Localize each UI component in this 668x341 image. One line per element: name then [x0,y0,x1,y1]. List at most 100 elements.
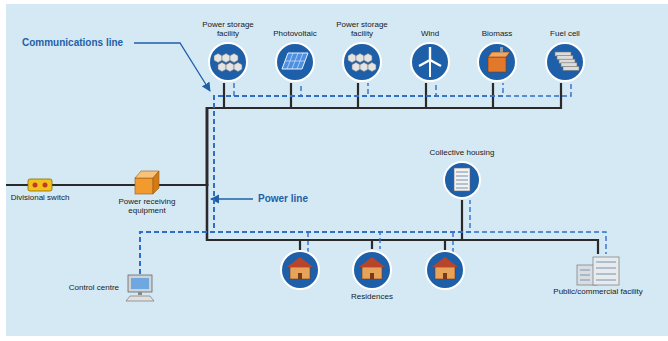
power-line [186,83,291,185]
communications-drop [452,232,453,253]
node-label: Residences [351,293,393,302]
icon-circle [546,43,584,81]
monitor-stand [138,292,142,295]
building-windows [596,273,616,274]
battery-cell [364,53,372,62]
icon-group [444,162,480,198]
chimney [500,47,503,53]
communications-line [140,83,301,274]
node-label: Collective housing [430,149,495,158]
switch-knob [43,183,48,188]
leader-arrow [134,43,210,91]
battery-cell [214,53,222,62]
house-door [298,273,302,279]
node-label: Divisional switch [11,194,70,203]
turbine-tower [429,60,431,77]
house-door [370,273,374,279]
apartment-windows [456,179,468,180]
node-icon [341,41,383,83]
icon-group [577,257,619,285]
house-wall [290,267,310,279]
communications-line [140,83,234,274]
apartment-windows [456,187,468,188]
communications-line [140,83,368,274]
node-icon [124,274,156,302]
icon-circle [353,251,391,289]
node-label: Power receiving equipment [108,198,186,216]
screen [131,278,149,289]
building [593,257,619,285]
icon-group [353,251,391,289]
icon-group [135,171,159,194]
apartment-windows [456,183,468,184]
icon-group [276,43,314,81]
battery-cell [348,53,356,62]
node-icon [476,41,518,83]
residence-icon [281,251,319,289]
house-roof [432,257,458,267]
apartment-block [454,168,470,191]
icon-circle [478,43,516,81]
communications-line [140,83,503,274]
control-centre: Control centre [69,274,156,302]
battery-cell [352,62,360,71]
switch-box [28,179,52,191]
power-line [186,83,426,185]
building-windows [580,269,590,270]
node-label: Control centre [69,284,119,293]
building-windows [580,274,590,275]
turbine-blade [430,60,441,66]
node-icon [274,41,316,83]
battery-cell [222,53,230,62]
power-line [186,83,561,185]
communications-line [140,200,470,274]
icon-circle [343,43,381,81]
icon-group [343,43,381,81]
battery-cell [218,62,226,71]
apartment-windows [456,171,468,172]
communications-line [140,83,436,274]
biomass-node: Biomass [476,30,518,83]
node-icon [544,41,586,83]
node-label: Photovoltaic [273,30,317,39]
building-windows [596,279,616,280]
icon-group [478,43,516,81]
node-icon [351,249,393,291]
communications-line-label: Communications line [22,37,123,49]
building-windows [596,261,616,262]
leader-arrow [211,198,253,199]
residence-node: Residences [351,249,393,302]
node-label: Biomass [482,30,513,39]
cabinet-side [153,171,159,194]
turbine-blade [429,47,431,60]
battery-cell [356,53,364,62]
icon-group [411,43,449,81]
power-line [69,184,108,186]
storage-node: Power storage facility [332,21,392,83]
monitor [128,275,152,292]
node-icon [133,168,161,196]
photovoltaic-node: Photovoltaic [273,30,317,83]
power-receiving-equipment: Power receiving equipment [108,168,186,216]
building-windows [596,267,616,268]
node-icon [409,41,451,83]
icon-circle [411,43,449,81]
icon-group [546,43,584,81]
node-label: Public/commercial facility [553,288,642,297]
storage-node: Power storage facility [198,21,258,83]
icon-group [126,275,154,301]
icon-group [209,43,247,81]
node-label: Wind [421,30,439,39]
node-label: Fuel cell [550,30,580,39]
node-icon [575,254,621,286]
communications-drop [307,232,308,253]
house-roof [359,257,385,267]
communications-line [140,232,380,274]
biomass-roof [488,52,510,57]
panel-grid [285,61,305,62]
background-panel [6,4,668,336]
icon-circle [281,251,319,289]
apartment-windows [456,175,468,176]
node-label: Power storage facility [332,21,392,39]
battery-cell [226,62,234,71]
